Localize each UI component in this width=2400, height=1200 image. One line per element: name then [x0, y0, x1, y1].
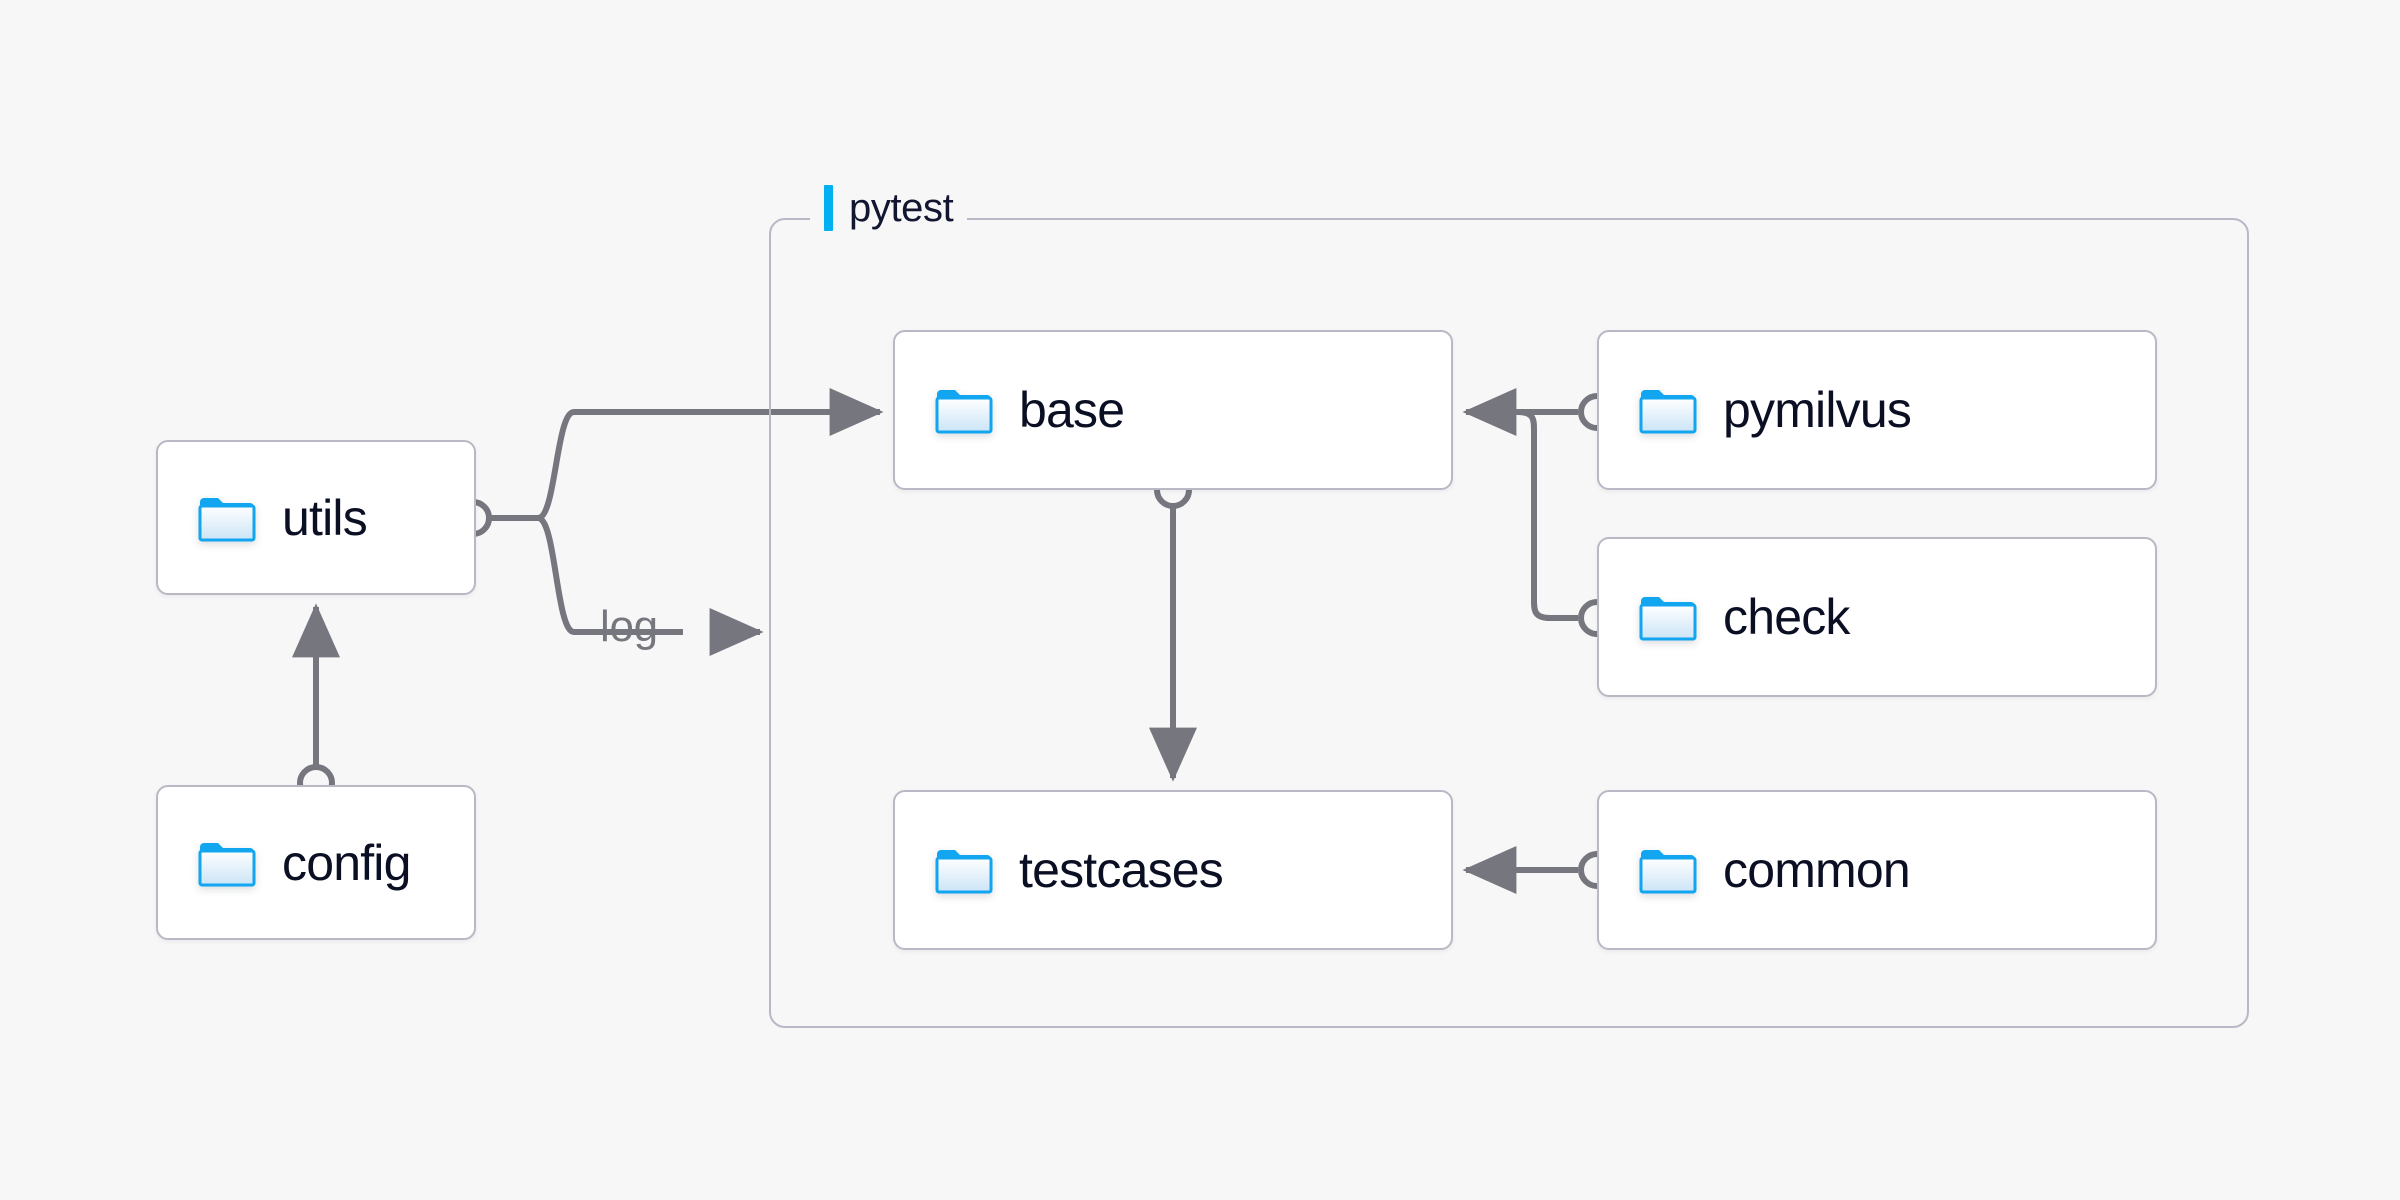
pytest-group-label-text: pytest — [849, 186, 954, 230]
node-label-config: config — [282, 834, 411, 891]
node-label-utils: utils — [282, 489, 368, 546]
node-label-pymilvus: pymilvus — [1723, 382, 1912, 438]
edge-label-log: log — [600, 602, 658, 651]
pytest-group-container — [769, 218, 2249, 1028]
folder-icon — [1639, 846, 1697, 894]
node-base[interactable]: base — [893, 330, 1453, 490]
node-common[interactable]: common — [1597, 790, 2157, 950]
node-pymilvus[interactable]: pymilvus — [1597, 330, 2157, 490]
node-check[interactable]: check — [1597, 537, 2157, 697]
folder-icon — [935, 846, 993, 894]
node-utils[interactable]: utils — [156, 440, 476, 595]
folder-icon — [1639, 386, 1697, 434]
folder-icon — [1639, 593, 1697, 641]
folder-icon — [935, 386, 993, 434]
node-label-check: check — [1723, 589, 1850, 645]
node-testcases[interactable]: testcases — [893, 790, 1453, 950]
folder-icon — [198, 494, 256, 542]
pytest-group-label: pytest — [810, 180, 968, 236]
node-label-testcases: testcases — [1019, 842, 1224, 898]
node-label-common: common — [1723, 842, 1911, 898]
folder-icon — [198, 839, 256, 887]
accent-bar-icon — [824, 185, 833, 231]
node-config[interactable]: config — [156, 785, 476, 940]
node-label-base: base — [1019, 382, 1125, 438]
